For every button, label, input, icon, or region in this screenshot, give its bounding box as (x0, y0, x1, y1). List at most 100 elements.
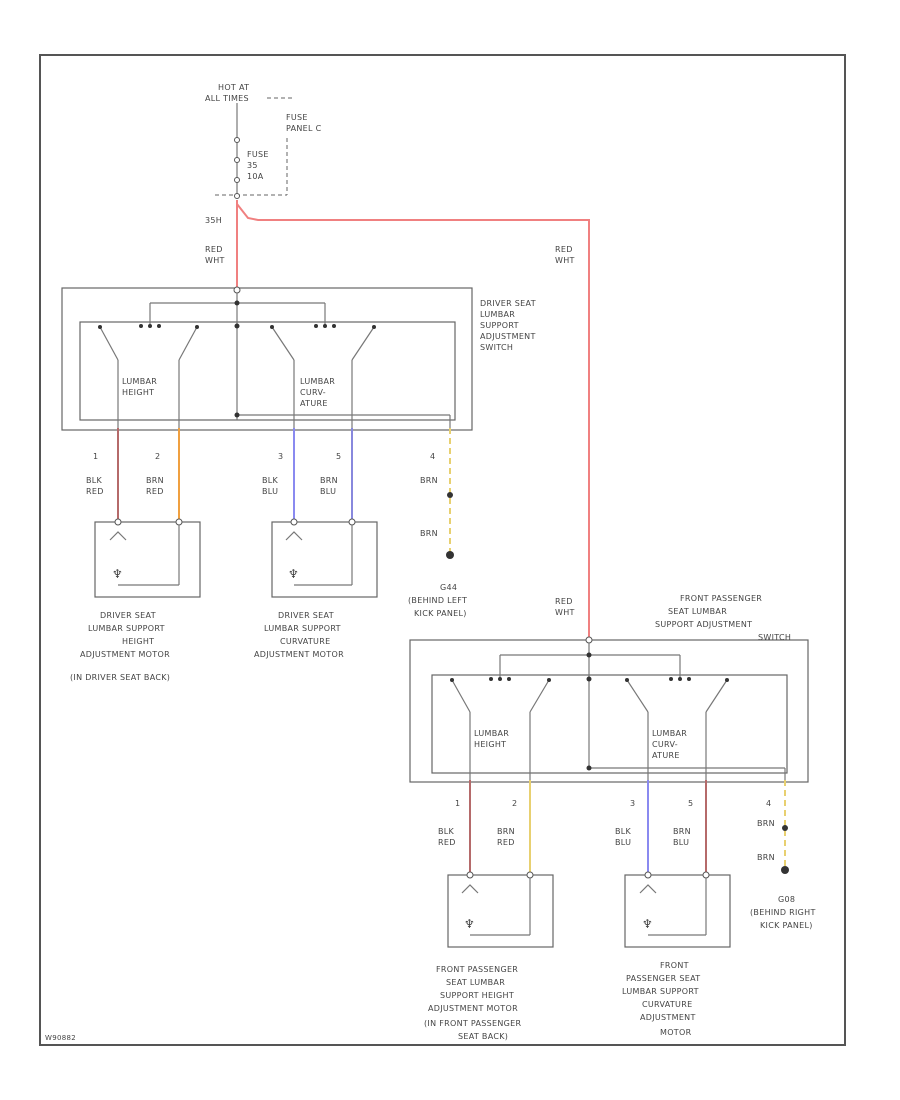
pass-switch-title: FRONT PASSENGER (680, 594, 762, 603)
fuse-number: 35 (247, 161, 258, 170)
power-source: HOT AT ALL TIMES FUSE PANEL C FUSE 35 10… (205, 83, 322, 225)
wl-red-4: RED (497, 838, 515, 847)
ph-motor-5: (IN FRONT PASSENGER (424, 1019, 522, 1028)
pass-height-motor: ♆ (447, 871, 554, 948)
wire-label-wht-2: WHT (555, 256, 575, 265)
ph-motor-1: FRONT PASSENGER (436, 965, 518, 974)
driver-switch-outer (61, 287, 473, 431)
pass-curv-label-2: CURV- (652, 740, 678, 749)
pass-curv-motor: ♆ (624, 871, 731, 948)
fuse-panel-label-2: PANEL C (286, 124, 322, 133)
wl-brn-3: BRN (420, 476, 438, 485)
dg-2: (BEHIND LEFT (408, 596, 467, 605)
figure-code: W90882 (45, 1034, 76, 1042)
driver-switch-title: DRIVER SEAT (480, 299, 536, 308)
wire-label-red-3: RED (555, 597, 573, 606)
wire-red-wht-main (236, 200, 590, 640)
pass-height-label: LUMBAR (474, 729, 509, 738)
fuse-rating: 10A (247, 172, 264, 181)
dg-3: KICK PANEL) (414, 609, 467, 618)
wl-brn-8: BRN (757, 853, 775, 862)
hot-at-label: HOT AT (218, 83, 249, 92)
pc-motor-6: MOTOR (660, 1028, 692, 1037)
driver-pin-1: 1 (93, 452, 98, 461)
pass-pin-4: 4 (766, 799, 771, 808)
pc-motor-5: ADJUSTMENT (640, 1013, 696, 1022)
driver-switch: LUMBAR HEIGHT LUMBAR CURV- ATURE DRIVER … (61, 286, 536, 461)
dh-motor-1: DRIVER SEAT (100, 611, 156, 620)
diagram-frame (39, 54, 846, 1046)
pass-switch-title-4: SWITCH (758, 633, 791, 642)
driver-pin-5: 5 (336, 452, 341, 461)
pc-motor-4: CURVATURE (642, 1000, 692, 1009)
pass-pin-3: 3 (630, 799, 635, 808)
pass-switch: LUMBAR HEIGHT LUMBAR CURV- ATURE FRONT P… (409, 594, 809, 808)
dg-1: G44 (440, 583, 457, 592)
driver-height-label-2: HEIGHT (122, 388, 154, 397)
pc-motor-2: PASSENGER SEAT (626, 974, 700, 983)
pass-switch-outer (409, 639, 809, 783)
driver-pin-3: 3 (278, 452, 283, 461)
driver-curv-label: LUMBAR (300, 377, 335, 386)
ph-motor-6: SEAT BACK) (458, 1032, 508, 1041)
wl-blu-1: BLU (262, 487, 278, 496)
driver-switch-inner (79, 321, 456, 421)
wl-blu-4: BLU (673, 838, 689, 847)
ph-motor-4: ADJUSTMENT MOTOR (428, 1004, 518, 1013)
wl-brn-5: BRN (497, 827, 515, 836)
wl-red-3: RED (438, 838, 456, 847)
terminal-label: 35H (205, 216, 222, 225)
pg-1: G08 (778, 895, 795, 904)
wl-blu-3: BLU (615, 838, 631, 847)
wl-brn-7: BRN (757, 819, 775, 828)
pass-switch-title-2: SEAT LUMBAR (668, 607, 727, 616)
pass-pin-1: 1 (455, 799, 460, 808)
wl-blk-3: BLK (438, 827, 455, 836)
wl-red-2: RED (146, 487, 164, 496)
dh-motor-2: LUMBAR SUPPORT (88, 624, 165, 633)
dc-motor-3: CURVATURE (280, 637, 330, 646)
driver-curv-label-3: ATURE (300, 399, 328, 408)
motor-icon-ph: ♆ (464, 917, 475, 931)
pass-curv-label-3: ATURE (652, 751, 680, 760)
wire-label-wht-3: WHT (555, 608, 575, 617)
driver-pin-4: 4 (430, 452, 435, 461)
pg-2: (BEHIND RIGHT (750, 908, 816, 917)
pass-switch-inner (431, 674, 788, 774)
pass-curv-label: LUMBAR (652, 729, 687, 738)
ph-motor-3: SUPPORT HEIGHT (440, 991, 514, 1000)
dc-motor-1: DRIVER SEAT (278, 611, 334, 620)
hot-at-label-2: ALL TIMES (205, 94, 249, 103)
motor-icon-dh: ♆ (112, 567, 123, 581)
wl-blk-2: BLK (262, 476, 279, 485)
motor-icon-dc: ♆ (288, 567, 299, 581)
pass-switch-title-3: SUPPORT ADJUSTMENT (655, 620, 752, 629)
ph-motor-2: SEAT LUMBAR (446, 978, 505, 987)
driver-pin-2: 2 (155, 452, 160, 461)
dh-motor-5: (IN DRIVER SEAT BACK) (70, 673, 170, 682)
pc-motor-3: LUMBAR SUPPORT (622, 987, 699, 996)
dh-motor-4: ADJUSTMENT MOTOR (80, 650, 170, 659)
driver-curv-motor: ♆ (271, 518, 378, 598)
wl-brn-6: BRN (673, 827, 691, 836)
driver-height-motor: ♆ (94, 518, 201, 598)
wl-brn-4: BRN (420, 529, 438, 538)
motor-icon-pc: ♆ (642, 917, 653, 931)
driver-switch-title-3: SUPPORT (480, 321, 519, 330)
driver-switch-title-2: LUMBAR (480, 310, 515, 319)
driver-switch-title-4: ADJUSTMENT (480, 332, 536, 341)
dc-motor-2: LUMBAR SUPPORT (264, 624, 341, 633)
driver-switch-title-5: SWITCH (480, 343, 513, 352)
dh-motor-3: HEIGHT (122, 637, 154, 646)
pass-pin-2: 2 (512, 799, 517, 808)
pc-motor-1: FRONT (660, 961, 689, 970)
pass-height-label-2: HEIGHT (474, 740, 506, 749)
dc-motor-4: ADJUSTMENT MOTOR (254, 650, 344, 659)
wl-blk-4: BLK (615, 827, 632, 836)
wl-brn-1: BRN (146, 476, 164, 485)
fuse-panel-label: FUSE (286, 113, 308, 122)
wire-label-red-2: RED (555, 245, 573, 254)
driver-height-label: LUMBAR (122, 377, 157, 386)
wl-blk-1: BLK (86, 476, 103, 485)
